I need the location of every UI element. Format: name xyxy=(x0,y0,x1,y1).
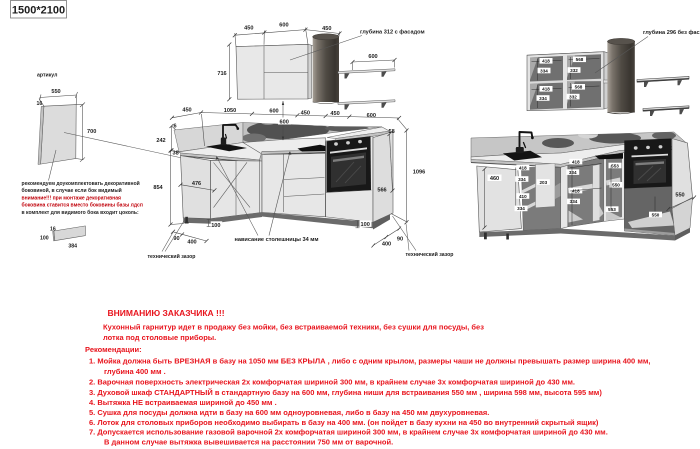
svg-text:203: 203 xyxy=(539,180,547,185)
svg-text:600: 600 xyxy=(279,23,288,29)
svg-text:854: 854 xyxy=(153,185,163,191)
svg-text:716: 716 xyxy=(217,71,226,77)
svg-text:16: 16 xyxy=(37,101,43,107)
svg-text:нависание столешницы 34 мм: нависание столешницы 34 мм xyxy=(234,237,318,243)
svg-text:334: 334 xyxy=(518,177,526,182)
svg-text:332: 332 xyxy=(570,68,578,73)
svg-text:553: 553 xyxy=(611,163,619,168)
svg-text:100: 100 xyxy=(211,223,220,229)
svg-text:глубина 400 мм .: глубина 400 мм . xyxy=(104,367,166,376)
svg-text:глубина 296 без фасада: глубина 296 без фасада xyxy=(643,29,700,36)
svg-text:553: 553 xyxy=(608,207,616,212)
svg-text:568: 568 xyxy=(575,85,583,90)
svg-text:боковиной, в случае если бок в: боковиной, в случае если бок видимый xyxy=(22,187,122,194)
svg-text:Рекомендации:: Рекомендации: xyxy=(85,345,142,354)
svg-text:90: 90 xyxy=(397,237,403,243)
svg-text:400: 400 xyxy=(382,241,391,247)
svg-text:242: 242 xyxy=(156,138,165,144)
svg-text:2. Варочная поверхность элект: 2. Варочная поверхность электрическая 2х… xyxy=(89,378,575,387)
svg-text:3. Духовой шкаф СТАНДАРТНЫЙ в: 3. Духовой шкаф СТАНДАРТНЫЙ в стандартну… xyxy=(89,388,602,397)
svg-text:рекомендуем доукомплектовать д: рекомендуем доукомплектовать декоративно… xyxy=(22,180,140,187)
svg-text:6: 6 xyxy=(174,124,177,130)
svg-text:Кухонный гарнитур идет в прода: Кухонный гарнитур идет в продажу без мой… xyxy=(103,323,484,332)
svg-text:400: 400 xyxy=(187,239,196,245)
svg-text:418: 418 xyxy=(572,188,580,193)
svg-text:550: 550 xyxy=(675,193,684,199)
svg-text:384: 384 xyxy=(68,244,77,250)
svg-text:артикул: артикул xyxy=(37,73,57,79)
svg-text:1096: 1096 xyxy=(413,170,425,176)
svg-text:450: 450 xyxy=(244,26,253,32)
svg-text:476: 476 xyxy=(192,181,201,187)
svg-text:в комплект для видимого бока в: в комплект для видимого бока входит цоко… xyxy=(22,209,139,216)
svg-text:600: 600 xyxy=(368,54,377,60)
svg-text:460: 460 xyxy=(490,176,499,182)
svg-text:боковина ставится вместо боков: боковина ставится вместо боковины базы л… xyxy=(22,202,143,209)
svg-text:90: 90 xyxy=(173,236,179,242)
svg-text:В данном случае вытяжка вывеши: В данном случае вытяжка вывешивается на … xyxy=(104,438,393,447)
svg-text:100: 100 xyxy=(361,222,370,228)
svg-text:1500*2100: 1500*2100 xyxy=(12,5,65,17)
svg-text:334: 334 xyxy=(540,68,548,73)
svg-text:418: 418 xyxy=(519,165,527,170)
svg-text:1. Мойка должна быть ВРЕЗНАЯ: 1. Мойка должна быть ВРЕЗНАЯ в базу на 1… xyxy=(89,357,651,366)
svg-text:450: 450 xyxy=(301,110,310,116)
svg-text:550: 550 xyxy=(51,89,60,95)
svg-text:450: 450 xyxy=(182,108,191,114)
svg-text:418: 418 xyxy=(572,159,580,164)
svg-text:450: 450 xyxy=(322,26,331,32)
svg-text:7. Допускается использование: 7. Допускается использование газовой вар… xyxy=(89,428,608,437)
svg-text:334: 334 xyxy=(570,199,578,204)
svg-text:600: 600 xyxy=(367,113,376,119)
svg-text:технический зазор: технический зазор xyxy=(148,253,196,260)
svg-text:568: 568 xyxy=(576,57,584,62)
svg-text:100: 100 xyxy=(40,236,49,242)
svg-text:внимание!!! при монтаже декора: внимание!!! при монтаже декоративная xyxy=(22,195,122,201)
svg-text:1050: 1050 xyxy=(224,108,236,114)
svg-text:700: 700 xyxy=(87,129,96,135)
svg-text:технический зазор: технический зазор xyxy=(406,251,454,258)
svg-text:450: 450 xyxy=(330,111,339,117)
svg-text:58: 58 xyxy=(389,129,395,135)
svg-text:550: 550 xyxy=(652,212,660,217)
svg-text:334: 334 xyxy=(569,170,577,175)
svg-text:5. Сушка для посуды должна ид: 5. Сушка для посуды должна идти в базу н… xyxy=(89,408,489,417)
svg-text:550: 550 xyxy=(612,183,620,188)
svg-text:334: 334 xyxy=(517,206,525,211)
svg-text:лотка под столовые приборы.: лотка под столовые приборы. xyxy=(103,333,216,342)
svg-text:332: 332 xyxy=(569,94,577,99)
svg-text:ВНИМАНИЮ ЗАКАЗЧИКА !!!: ВНИМАНИЮ ЗАКАЗЧИКА !!! xyxy=(108,308,225,318)
svg-text:334: 334 xyxy=(539,96,547,101)
svg-text:16: 16 xyxy=(50,227,56,233)
svg-text:566: 566 xyxy=(377,188,386,194)
svg-text:600: 600 xyxy=(269,108,278,114)
svg-text:глубина 312 с фасадом: глубина 312 с фасадом xyxy=(360,29,425,36)
svg-text:6. Лоток для столовых приборо: 6. Лоток для столовых приборов необходим… xyxy=(89,418,599,427)
svg-text:4. Вытяжка НЕ встраиваемая ши: 4. Вытяжка НЕ встраиваемая шириной до 45… xyxy=(89,398,277,407)
svg-text:418: 418 xyxy=(542,59,550,64)
svg-text:410: 410 xyxy=(519,194,527,199)
svg-text:600: 600 xyxy=(280,119,289,125)
svg-text:418: 418 xyxy=(542,87,550,92)
svg-text:38: 38 xyxy=(173,151,179,157)
